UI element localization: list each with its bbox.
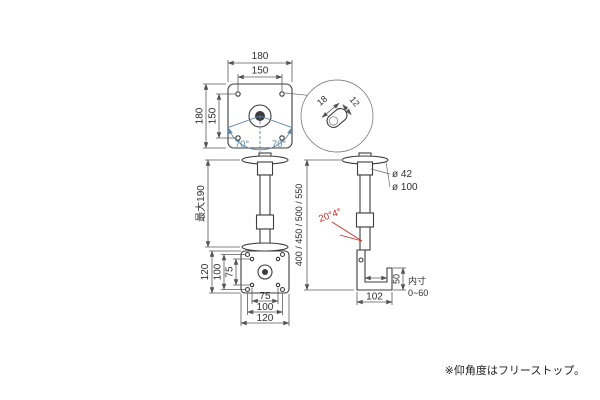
upper-tube [256, 161, 274, 176]
bolt-hole [275, 282, 281, 288]
base-dim-bottom-75: 75 [259, 291, 271, 302]
bolt-hole [279, 91, 285, 97]
lip-height-label: 50 [392, 274, 402, 284]
bracket-width-dim [356, 292, 393, 305]
pole-length-dim [304, 159, 354, 291]
pole [359, 174, 371, 214]
top-view-dimension-lines [203, 60, 293, 149]
dim-height-inner: 150 [208, 107, 219, 124]
base-dim-left-120: 120 [200, 263, 211, 280]
side-view: ø 42 ø 100 400 / 450 / 500 / 550 20°4° 5… [294, 152, 428, 305]
slot-width-label: 12 [348, 95, 362, 109]
inner-width-range: 0~60 [408, 288, 428, 298]
lip-height-dim [393, 267, 406, 291]
front-view: 最大190 [194, 152, 289, 252]
dim-width-inner: 150 [252, 66, 269, 77]
pole-dia-leader [370, 168, 391, 175]
swivel-radius-right [259, 115, 293, 129]
tilt-angle-annotation: 20°4° [317, 206, 363, 242]
bolt-hole [235, 91, 241, 97]
max-extension-dim [205, 159, 240, 248]
bolt-hole [279, 251, 286, 258]
tilt-angle-label: 20°4° [317, 206, 343, 224]
base-plate-bottom-dims [240, 288, 290, 326]
detail-view: 18 12 [284, 79, 374, 153]
bracket-width-label: 102 [366, 292, 383, 303]
dim-height-outer: 180 [195, 107, 206, 124]
base-plate-view: 120 100 75 75 100 120 [200, 250, 290, 326]
dim-width-outer: 180 [252, 51, 269, 62]
swivel-arc [227, 126, 293, 151]
base-center-hole [262, 269, 268, 275]
footnote: ※仰角度はフリーストップ。 [445, 363, 585, 377]
telescopic-collar [355, 212, 375, 228]
slot-length-dim-line [321, 102, 340, 118]
bolt-hole [235, 135, 241, 141]
flange-dia-leader [385, 161, 391, 188]
bolt-hole [275, 256, 281, 262]
slot-length-label: 18 [315, 94, 329, 108]
base-center-ring [257, 264, 273, 280]
hook-bracket [356, 249, 393, 291]
swivel-left-label: 70° [235, 139, 250, 150]
slot-inner-circle [328, 116, 339, 126]
upper-tube [356, 161, 374, 176]
inner-width-label: 内寸 [408, 275, 426, 286]
pole-lengths-label: 400 / 450 / 500 / 550 [294, 184, 304, 267]
bolt-hole [249, 282, 255, 288]
bottom-flange [241, 242, 289, 252]
bolt-hole [279, 135, 285, 141]
base-dim-left-75: 75 [225, 266, 236, 278]
base-plate-left-dims [209, 250, 250, 294]
swivel-right-label: 70° [272, 139, 287, 150]
top-view: 70° 70° 180 150 180 150 [195, 51, 293, 152]
pole-dia-label: ø 42 [392, 169, 412, 180]
detail-circle [300, 79, 374, 153]
pole [259, 174, 271, 216]
bolt-hole [244, 251, 251, 258]
flange-dia-label: ø 100 [392, 182, 418, 193]
slot-width-dim-line [342, 104, 352, 116]
base-dim-left-100: 100 [213, 263, 224, 280]
telescopic-collar [255, 214, 275, 230]
base-dim-bottom-100: 100 [257, 302, 274, 313]
bolt-hole [279, 286, 286, 293]
detail-leader-line [284, 92, 308, 96]
bolt-hole [244, 286, 251, 293]
max-extension-label: 最大190 [194, 185, 207, 222]
bolt-hole [249, 256, 255, 262]
lower-tube [359, 226, 371, 251]
swivel-radius-left [227, 115, 261, 129]
base-dim-bottom-120: 120 [257, 313, 274, 324]
swivel-range-indicator: 70° 70° [227, 115, 293, 152]
bracket-bolt [358, 257, 364, 263]
